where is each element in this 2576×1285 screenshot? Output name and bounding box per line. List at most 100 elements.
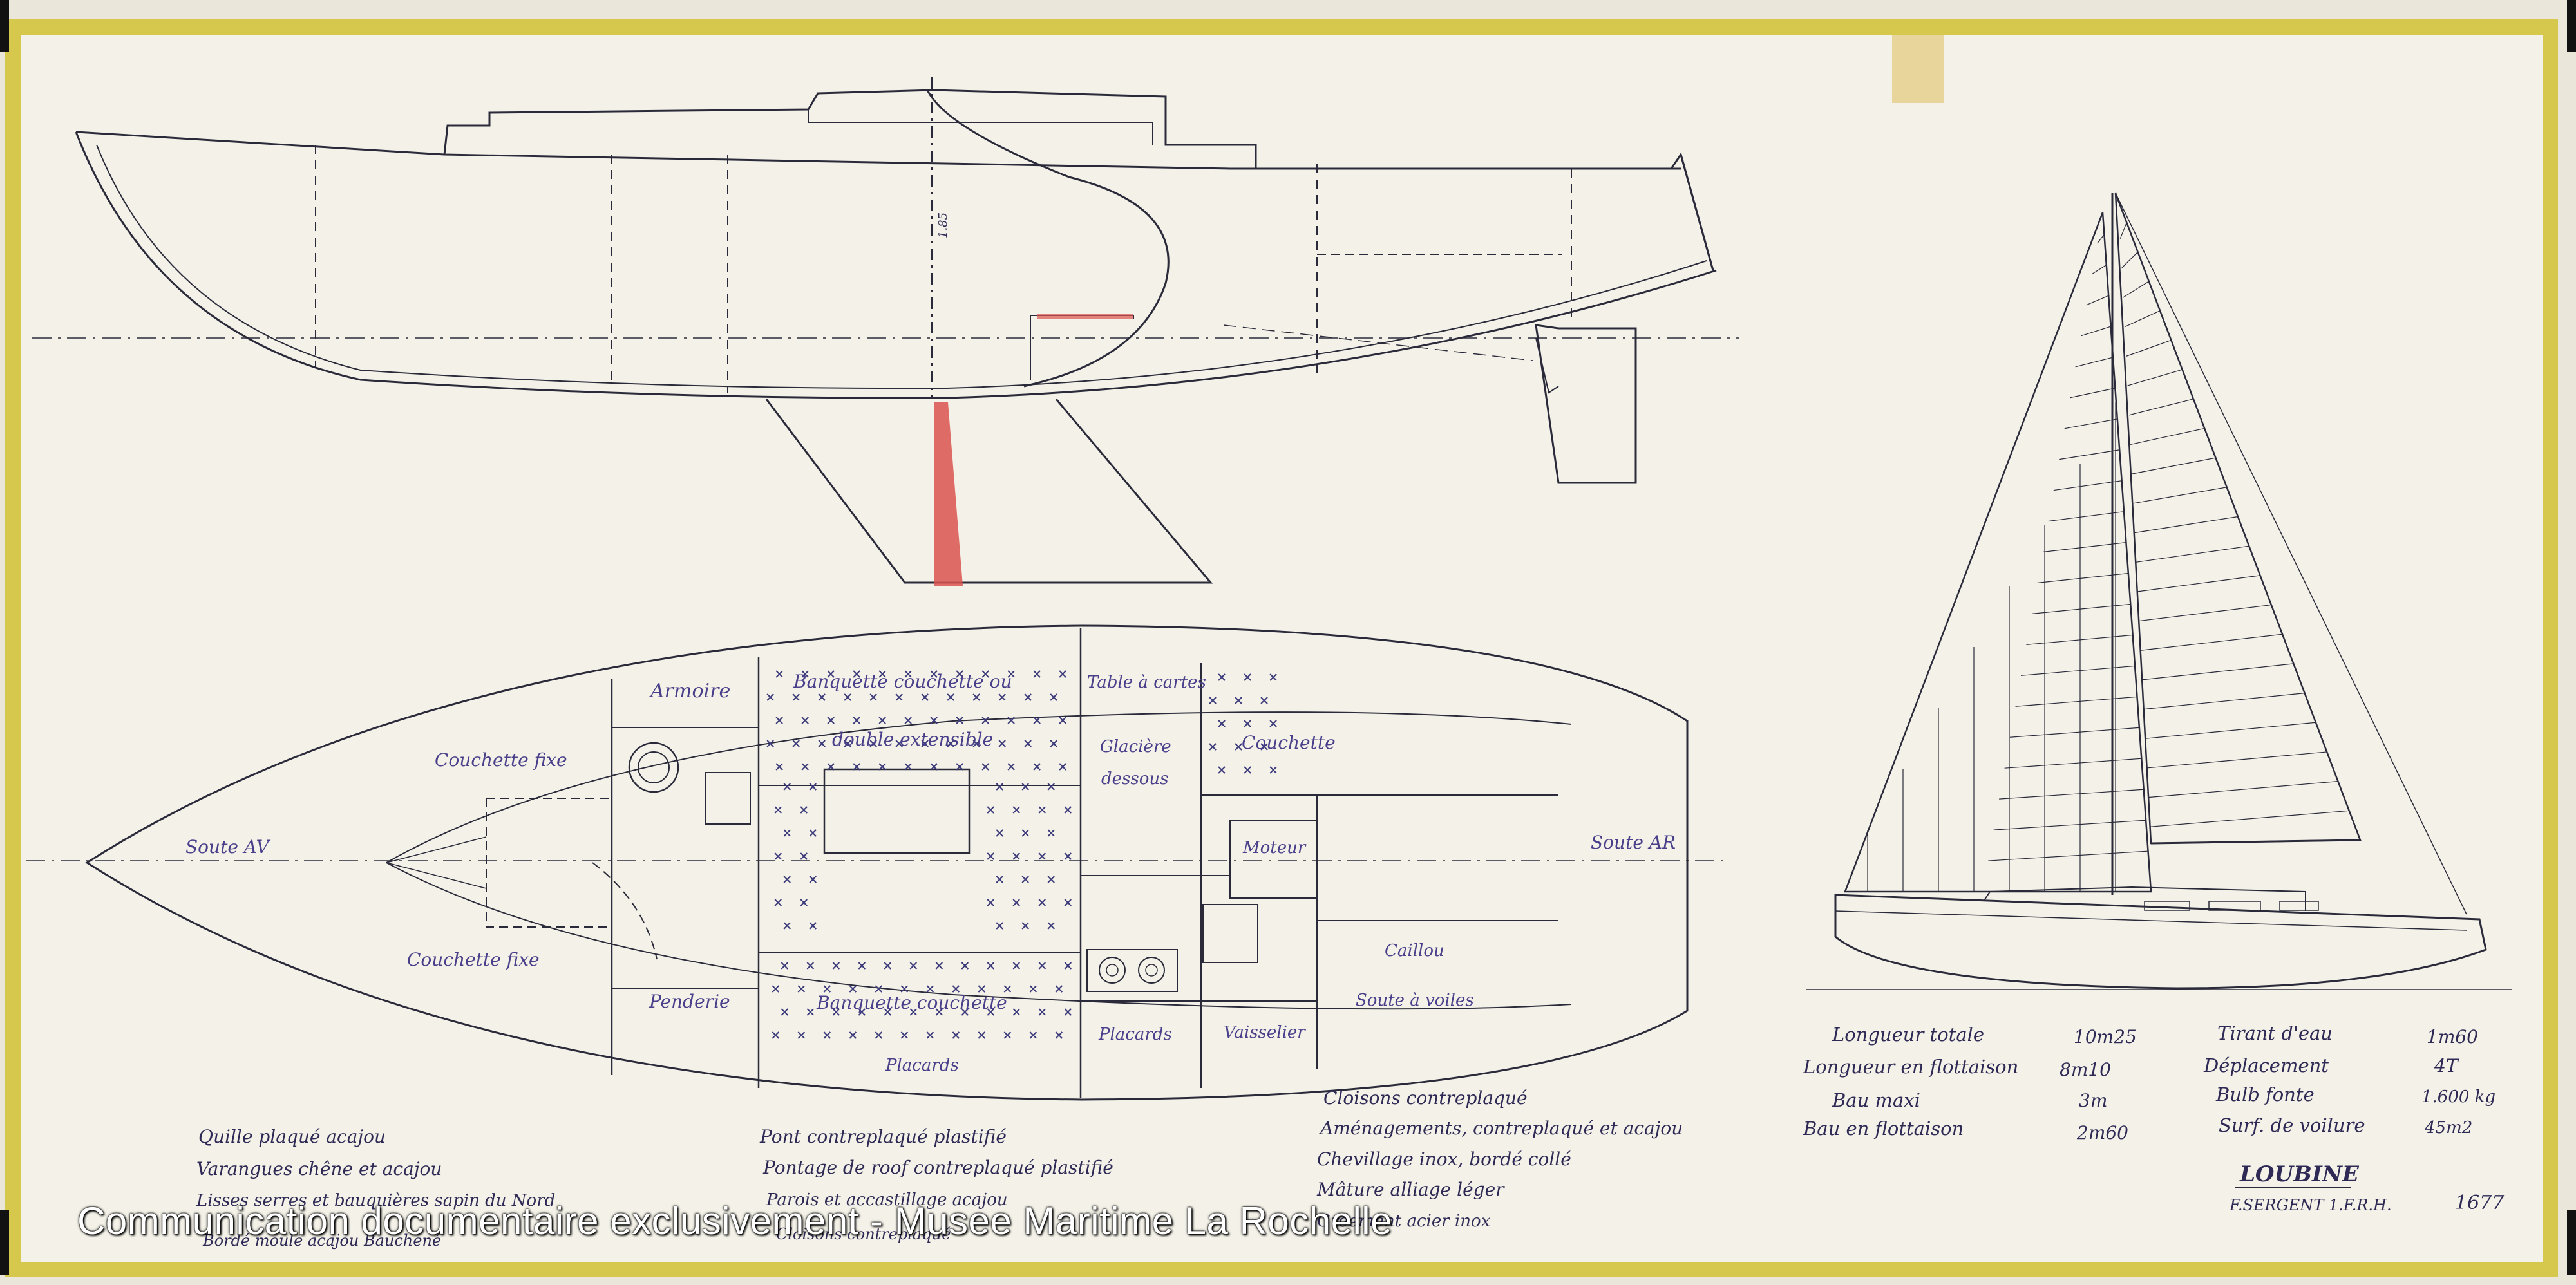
hatch-cross <box>818 693 826 701</box>
hatch-cross <box>1029 985 1037 993</box>
hatch-cross <box>792 740 800 747</box>
hatch-cross <box>827 763 835 771</box>
hatch-cross <box>1038 1008 1046 1016</box>
hatch-cross <box>1059 670 1066 678</box>
genoa-seam <box>2042 541 2127 553</box>
hatch-cross <box>1064 899 1072 906</box>
hatch-cross <box>806 962 815 970</box>
genoa-seam <box>1988 850 2149 861</box>
hatch-cross <box>1007 670 1015 678</box>
hatch-cross <box>853 763 860 771</box>
genoa-seam <box>2053 480 2123 491</box>
hatch-cross <box>895 740 903 747</box>
scan-clip-bottom-right <box>2567 1210 2576 1275</box>
hatch-cross <box>978 1031 986 1039</box>
hatch-cross <box>797 985 806 993</box>
hatch-cross <box>947 693 954 701</box>
genoa-seam <box>2059 449 2121 460</box>
hatch-cross <box>1064 962 1072 970</box>
main-seam <box>2141 633 2283 651</box>
hatch-cross <box>930 717 938 724</box>
hatch-cross <box>772 1031 780 1039</box>
hatch-cross <box>783 876 791 883</box>
hatch-cross <box>1012 899 1020 906</box>
hatch-cross <box>1033 670 1041 678</box>
hatch-cross <box>818 740 826 747</box>
hatch-cross <box>1050 740 1057 747</box>
hatch-cross <box>1050 693 1057 701</box>
hatch-cross <box>900 985 909 993</box>
note-left-2: Lisses serres et bauquières sapin du Nor… <box>196 1191 555 1210</box>
genoa-seam <box>2064 418 2118 429</box>
main-seam <box>2137 575 2260 592</box>
spec-value-2: 3m <box>2079 1090 2107 1111</box>
hatch-cross <box>853 670 860 678</box>
genoa-seam <box>2010 727 2140 738</box>
hatch-cross <box>1038 962 1046 970</box>
hatch-cross <box>1012 852 1020 860</box>
hatch-cross <box>972 693 980 701</box>
hatch-cross <box>909 1008 918 1016</box>
hatch-cross <box>783 783 791 791</box>
hatch-cross <box>809 829 817 837</box>
hatch-cross <box>961 1008 969 1016</box>
hatch-cross <box>1059 717 1066 724</box>
main-seam <box>2130 427 2205 446</box>
note-mid-1: Pontage de roof contreplaqué plastifié <box>762 1157 1113 1178</box>
hatch-cross <box>1218 720 1226 727</box>
hatch-cross <box>930 763 938 771</box>
hatch-cross <box>1260 743 1268 751</box>
genoa-seam <box>1993 820 2147 830</box>
hatch-cross <box>1012 962 1021 970</box>
hatch-cross <box>1033 763 1041 771</box>
tape-piece <box>1892 35 1944 103</box>
hatch-cross <box>858 962 866 970</box>
hatch-cross <box>1029 1031 1037 1039</box>
hatch-cross <box>884 1008 892 1016</box>
main-seam <box>2149 810 2349 827</box>
genoa-seam <box>2086 295 2110 306</box>
hatch-cross <box>792 693 800 701</box>
label-banquette-double: Banquette couchette ou <box>793 671 1012 692</box>
note-mid-2: Parois et accastillage acajou <box>766 1190 1008 1210</box>
hatch-cross <box>930 670 938 678</box>
hatch-cross <box>775 670 783 678</box>
spec-value-7: 45m2 <box>2424 1118 2472 1138</box>
note-left-1: Varangues chêne et acajou <box>196 1158 442 1179</box>
genoa-seam <box>2070 388 2116 399</box>
hatch-cross <box>878 670 886 678</box>
hatch-cross <box>775 763 783 771</box>
hatch-cross <box>1244 720 1251 727</box>
designer: F.SERGENT 1.F.R.H. <box>2229 1196 2392 1214</box>
hatch-cross <box>956 670 963 678</box>
note-right-3: Mâture alliage léger <box>1316 1179 1505 1200</box>
genoa-seam <box>2020 665 2136 676</box>
hatch-cross <box>775 717 783 724</box>
hatch-cross <box>998 740 1006 747</box>
hatch-cross <box>981 717 989 724</box>
hatch-cross <box>1024 740 1032 747</box>
hatch-cross <box>952 1031 960 1039</box>
hatch-cross <box>987 806 994 814</box>
sail-panel-seams <box>1867 222 2349 892</box>
boat-name: LOUBINE <box>2239 1161 2360 1187</box>
hatch-cross <box>1007 717 1015 724</box>
hatch-cross <box>947 740 954 747</box>
hatch-cross <box>926 985 934 993</box>
hatch-cross <box>1021 876 1029 883</box>
hatch-cross <box>827 670 835 678</box>
hatch-cross <box>1064 806 1072 814</box>
hatch-cross <box>1033 717 1041 724</box>
construction-notes-right: Cloisons contreplaqué Aménagements, cont… <box>1316 1087 1683 1231</box>
hatch-cross <box>987 899 994 906</box>
spec-value-3: 2m60 <box>2076 1122 2128 1143</box>
hatch-cross <box>1218 673 1226 681</box>
hatch-cross <box>1021 922 1029 930</box>
hatch-cross <box>952 985 960 993</box>
hatch-cross <box>1244 766 1251 774</box>
main-seam <box>2146 751 2327 769</box>
spec-label-0: Longueur totale <box>1832 1024 1984 1046</box>
label-double-extensible: double extensible <box>832 729 993 750</box>
hatch-cross <box>956 717 963 724</box>
hatch-cross <box>800 852 808 860</box>
